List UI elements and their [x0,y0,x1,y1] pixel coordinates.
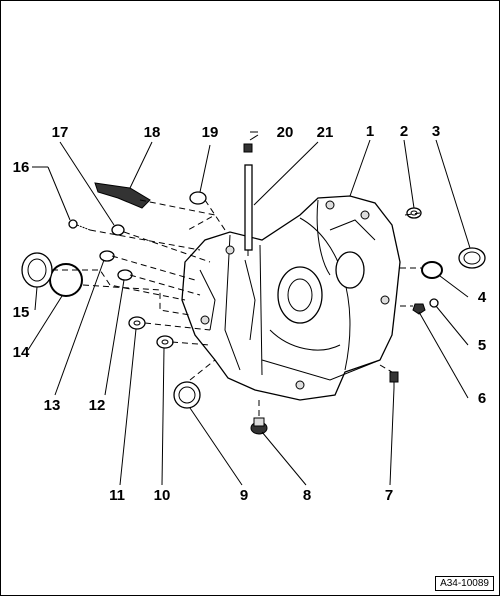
label-6: 6 [478,390,486,407]
part-19-bearing [189,191,207,205]
part-3-seal [458,247,486,269]
label-15: 15 [13,304,30,321]
label-13: 13 [44,397,61,414]
part-labels: 1 2 3 4 5 6 7 8 9 10 11 12 13 14 15 16 1… [13,123,487,504]
part-21-shaft [244,164,253,251]
part-5-bolt [429,298,439,308]
label-14: 14 [13,344,30,361]
figure-reference: A34-10089 [435,576,494,591]
label-16: 16 [13,159,30,176]
label-8: 8 [303,487,311,504]
part-10-bush [156,335,174,349]
label-7: 7 [385,487,393,504]
part-6-nut [412,303,426,315]
label-3: 3 [432,123,440,140]
leader-lines [27,131,471,486]
label-5: 5 [478,337,486,354]
part-11-bush [128,316,146,330]
label-1: 1 [366,123,374,140]
label-11: 11 [109,487,125,504]
gearbox-housing [181,195,401,401]
label-12: 12 [89,397,106,414]
label-4: 4 [478,289,487,306]
label-9: 9 [240,487,248,504]
part-8-plug [250,417,268,435]
label-10: 10 [154,487,171,504]
label-17: 17 [52,124,69,141]
part-15-seal [21,252,53,288]
label-2: 2 [400,123,408,140]
part-9-seal [173,381,201,409]
part-14-circlip [49,263,83,297]
part-13-bush [99,250,115,262]
label-18: 18 [144,124,161,141]
label-21: 21 [317,124,334,141]
label-20: 20 [277,124,294,141]
part-7-screw [389,371,399,388]
part-20-cap [243,143,253,153]
part-17-sleeve [111,224,125,236]
label-19: 19 [202,124,219,141]
part-4-ring [421,261,443,279]
part-12-bush [117,269,133,281]
part-18-bracket [94,182,151,209]
part-16-bolt [68,219,91,231]
